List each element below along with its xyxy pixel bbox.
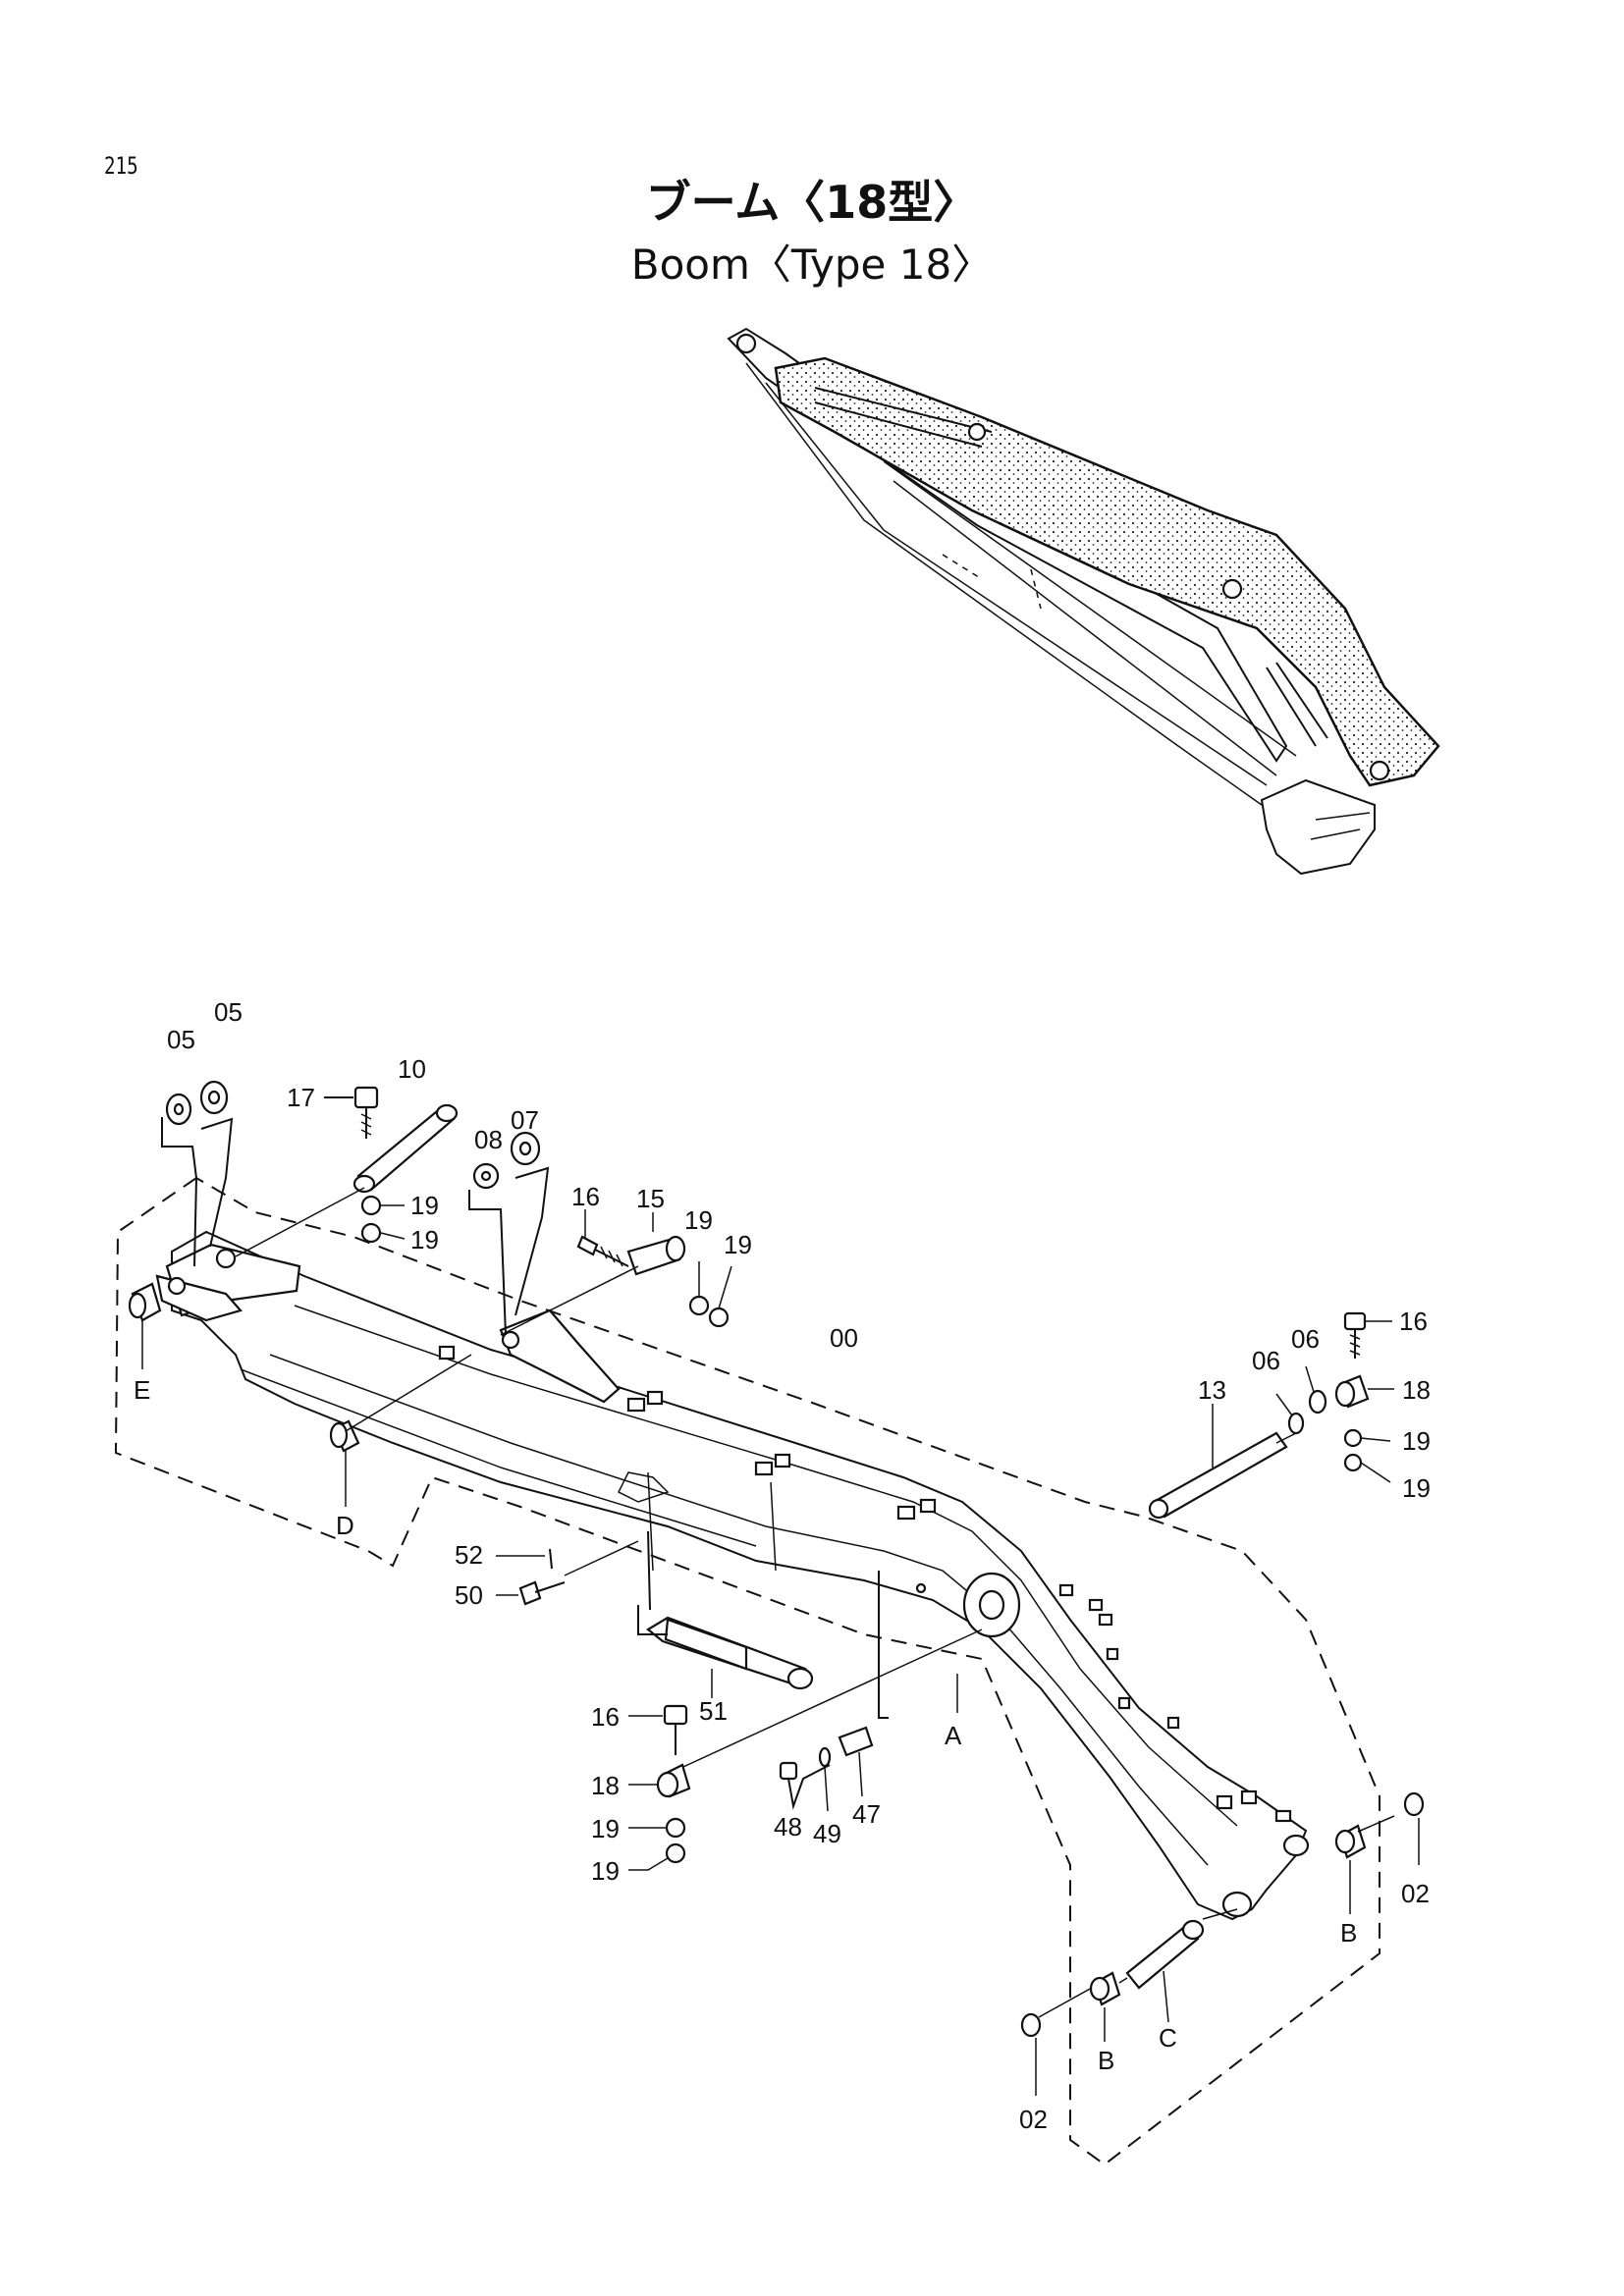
callout-19-g: 19 xyxy=(591,1814,620,1843)
part-16-bolt-head-right xyxy=(1343,1311,1367,1331)
callout-47: 47 xyxy=(852,1799,881,1829)
callout-16-b: 16 xyxy=(1399,1307,1428,1336)
part-47-bracket xyxy=(838,1726,874,1757)
part-16-bolt-head-bottom xyxy=(663,1704,688,1726)
callout-labels: 05 05 17 10 08 07 19 19 16 15 19 19 00 1… xyxy=(134,997,1431,2134)
callout-15: 15 xyxy=(636,1184,665,1213)
callout-19-e: 19 xyxy=(1402,1426,1431,1456)
part-50-bolt xyxy=(518,1580,542,1606)
callout-48: 48 xyxy=(774,1812,802,1842)
callout-E: E xyxy=(134,1375,150,1405)
callout-05-b: 05 xyxy=(214,997,243,1027)
page-number: 215 xyxy=(104,152,138,180)
callout-18-b: 18 xyxy=(591,1771,620,1800)
bucket-outline xyxy=(1260,778,1376,876)
callout-50: 50 xyxy=(455,1580,483,1610)
boom-overview-illustration xyxy=(727,327,1440,876)
part-17-bolt-head xyxy=(353,1086,379,1109)
callout-19-c: 19 xyxy=(684,1205,713,1235)
assembly-dashed-outline xyxy=(114,1176,1380,2166)
callout-19-h: 19 xyxy=(591,1856,620,1886)
callout-A: A xyxy=(945,1721,962,1750)
callout-19-f: 19 xyxy=(1402,1473,1431,1503)
callout-05-a: 05 xyxy=(167,1025,195,1054)
part-19-washer-c xyxy=(688,1295,710,1316)
callout-49: 49 xyxy=(813,1819,841,1848)
part-49-washer xyxy=(818,1746,832,1768)
boom-exploded-view xyxy=(114,1080,1425,2166)
callout-17: 17 xyxy=(287,1083,315,1112)
callout-02-left: 02 xyxy=(1019,2105,1048,2134)
boom-overview-body xyxy=(774,356,1440,787)
cylinder-bracket xyxy=(499,1308,621,1404)
part-13-pin xyxy=(1152,1431,1288,1519)
part-19-nut-g xyxy=(665,1842,686,1864)
callout-B-right: B xyxy=(1340,1918,1357,1948)
part-19-washer-a xyxy=(360,1195,382,1216)
callout-C: C xyxy=(1159,2023,1177,2053)
callout-19-d: 19 xyxy=(724,1230,752,1259)
part-06-washer-b xyxy=(1308,1389,1327,1415)
callout-07: 07 xyxy=(511,1105,539,1135)
part-02-washer-right xyxy=(1403,1791,1425,1817)
callout-06-b: 06 xyxy=(1291,1324,1320,1354)
callout-16-c: 16 xyxy=(591,1702,620,1732)
callout-51: 51 xyxy=(699,1696,728,1726)
callout-19-a: 19 xyxy=(410,1191,439,1220)
part-02-washer-left xyxy=(1020,2012,1042,2038)
callout-02-right: 02 xyxy=(1401,1879,1430,1908)
part-19-nut-a xyxy=(360,1222,382,1244)
part-48-bolt-head xyxy=(779,1761,798,1781)
callout-16-a: 16 xyxy=(571,1182,600,1211)
part-19-washer-e xyxy=(1343,1428,1363,1448)
part-06-washer-a xyxy=(1287,1412,1305,1435)
callout-D: D xyxy=(336,1511,354,1540)
title-japanese: ブーム〈18型〉 xyxy=(645,176,979,229)
callout-B-left: B xyxy=(1098,2046,1114,2075)
callout-06-a: 06 xyxy=(1252,1346,1280,1375)
part-19-nut-e xyxy=(1343,1453,1363,1472)
title-english: Boom〈Type 18〉 xyxy=(630,240,994,289)
callout-10: 10 xyxy=(398,1054,426,1084)
boom-body-outline xyxy=(171,1230,1308,1921)
callout-00: 00 xyxy=(830,1323,858,1353)
callout-13: 13 xyxy=(1198,1375,1226,1405)
callout-19-b: 19 xyxy=(410,1225,439,1255)
part-19-nut-c xyxy=(708,1307,730,1328)
callout-18-a: 18 xyxy=(1402,1375,1431,1405)
callout-52: 52 xyxy=(455,1540,483,1570)
part-19-washer-g xyxy=(665,1817,686,1839)
callout-08: 08 xyxy=(474,1125,503,1154)
